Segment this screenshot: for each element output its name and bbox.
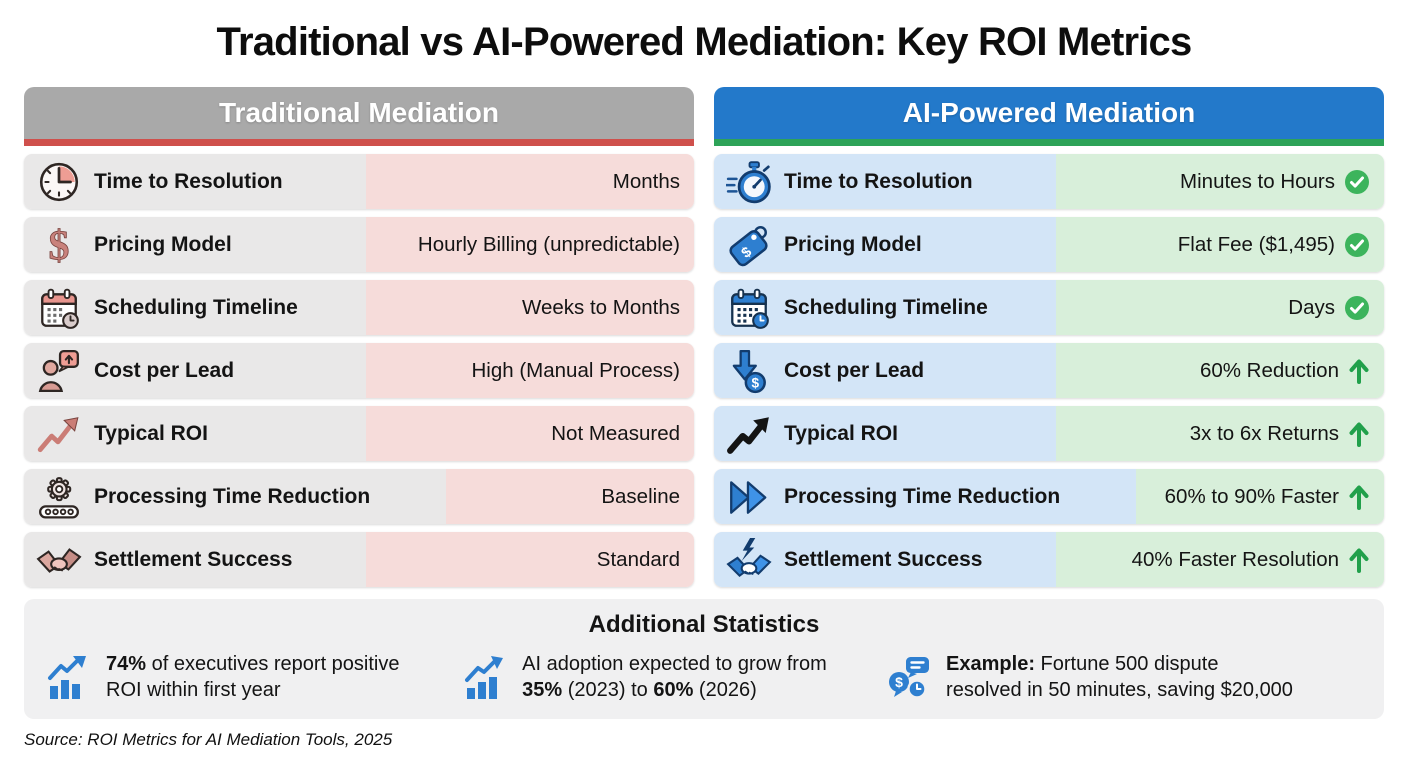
- table-row: $ Cost per Lead 60% Reduction: [714, 343, 1384, 398]
- metric-value: Months: [612, 169, 680, 193]
- table-row: Settlement Success Standard: [24, 532, 694, 587]
- stopwatch-icon: [726, 160, 771, 203]
- cost-down-icon: $: [732, 349, 766, 393]
- calendar-icon: [731, 288, 769, 329]
- metric-value: Weeks to Months: [522, 295, 680, 319]
- price-tag-icon: $: [729, 225, 768, 266]
- metric-value: Baseline: [601, 484, 680, 508]
- metric-value: Standard: [596, 547, 680, 571]
- table-row: Time to Resolution Months: [24, 154, 694, 209]
- stat-text-part: of executives report positive: [146, 653, 400, 675]
- svg-text:$: $: [49, 223, 70, 267]
- source-citation: Source: ROI Metrics for AI Mediation Too…: [24, 730, 393, 749]
- fast-forward-icon: [730, 480, 767, 514]
- clock-icon: [39, 162, 79, 201]
- stat-text-part: (2026): [693, 679, 757, 701]
- lead-person-icon: [38, 349, 79, 392]
- metric-label: Typical ROI: [784, 421, 898, 445]
- stat-text-part: Fortune 500 dispute: [1034, 653, 1219, 675]
- traditional-accent-strip: [24, 139, 694, 146]
- table-row: Scheduling Timeline Weeks to Months: [24, 280, 694, 335]
- metric-label: Time to Resolution: [784, 169, 973, 193]
- metric-value: 60% Reduction: [1199, 358, 1339, 382]
- ai-column: AI-Powered Mediation Time to Resolution …: [714, 87, 1384, 587]
- up-arrow-icon: [1349, 359, 1369, 384]
- metric-label: Scheduling Timeline: [94, 295, 298, 319]
- metric-value: 60% to 90% Faster: [1164, 484, 1339, 508]
- stat-text-part: resolved in 50 minutes, saving $20,000: [946, 679, 1293, 701]
- table-row: Typical ROI Not Measured: [24, 406, 694, 461]
- bar-chart-growth-icon: [48, 656, 86, 699]
- svg-text:$: $: [751, 375, 759, 390]
- gear-process-icon: [39, 476, 79, 519]
- check-badge-icon: [1345, 295, 1369, 320]
- stat-example-savings: $ Example: Fortune 500 dispute resolved …: [886, 651, 1362, 703]
- metric-label: Pricing Model: [784, 232, 922, 256]
- metric-value: Hourly Billing (unpredictable): [417, 232, 680, 256]
- stat-text-part: AI adoption expected to grow from: [522, 653, 827, 675]
- stats-heading: Additional Statistics: [588, 611, 820, 638]
- stat-bold: 60%: [653, 679, 694, 701]
- comparison-columns: Traditional Mediation Time to Resolution…: [0, 87, 1408, 587]
- traditional-column: Traditional Mediation Time to Resolution…: [24, 87, 694, 587]
- additional-statistics-panel: Additional Statistics 74% of executives …: [24, 599, 1384, 719]
- metric-label: Typical ROI: [94, 421, 208, 445]
- metric-label: Pricing Model: [94, 232, 232, 256]
- metric-value: Days: [1288, 295, 1335, 319]
- metric-label: Cost per Lead: [94, 358, 235, 382]
- table-row: $ Pricing Model Flat Fee ($1,495): [714, 217, 1384, 272]
- stat-ai-adoption: AI adoption expected to grow from 35% (2…: [462, 651, 860, 703]
- metric-value: High (Manual Process): [471, 358, 681, 382]
- metric-value: 3x to 6x Returns: [1189, 421, 1339, 445]
- dollar-icon: $: [48, 223, 70, 268]
- metric-label: Cost per Lead: [784, 358, 925, 382]
- stat-executives-roi: 74% of executives report positive ROI wi…: [46, 651, 436, 703]
- up-arrow-icon: [1349, 485, 1369, 510]
- handshake-bolt-icon: [726, 537, 772, 577]
- metric-label: Settlement Success: [784, 547, 983, 571]
- table-row: Processing Time Reduction Baseline: [24, 469, 694, 524]
- traditional-header: Traditional Mediation: [24, 87, 694, 139]
- check-badge-icon: [1345, 232, 1369, 257]
- table-row: Typical ROI 3x to 6x Returns: [714, 406, 1384, 461]
- stat-bold: 74%: [106, 653, 147, 675]
- table-row: Scheduling Timeline Days: [714, 280, 1384, 335]
- trend-up-icon: [37, 416, 79, 452]
- ai-header: AI-Powered Mediation: [714, 87, 1384, 139]
- table-row: Settlement Success 40% Faster Resolution: [714, 532, 1384, 587]
- stat-bold: 35%: [522, 679, 563, 701]
- metric-label: Settlement Success: [94, 547, 293, 571]
- handshake-icon: [36, 547, 82, 573]
- metric-label: Processing Time Reduction: [784, 484, 1061, 508]
- metric-label: Time to Resolution: [94, 169, 283, 193]
- metric-value: Not Measured: [551, 421, 680, 445]
- table-row: Processing Time Reduction 60% to 90% Fas…: [714, 469, 1384, 524]
- up-arrow-icon: [1349, 548, 1369, 573]
- ai-accent-strip: [714, 139, 1384, 146]
- stat-text-part: (2023) to: [562, 679, 654, 701]
- adoption-growth-icon: [465, 656, 504, 699]
- stat-text-part: ROI within first year: [106, 679, 281, 701]
- table-row: Cost per Lead High (Manual Process): [24, 343, 694, 398]
- metric-label: Processing Time Reduction: [94, 484, 371, 508]
- chat-savings-icon: $: [889, 657, 930, 699]
- check-badge-icon: [1345, 169, 1369, 194]
- metric-value: Minutes to Hours: [1180, 169, 1335, 193]
- metric-label: Scheduling Timeline: [784, 295, 988, 319]
- table-row: $ Pricing Model Hourly Billing (unpredic…: [24, 217, 694, 272]
- up-arrow-icon: [1349, 422, 1369, 447]
- metric-value: Flat Fee ($1,495): [1177, 232, 1335, 256]
- page-title: Traditional vs AI-Powered Mediation: Key…: [216, 20, 1193, 64]
- roi-arrow-icon: [727, 416, 769, 454]
- table-row: Time to Resolution Minutes to Hours: [714, 154, 1384, 209]
- calendar-icon: [41, 288, 79, 329]
- stat-bold: Example:: [946, 653, 1035, 675]
- metric-value: 40% Faster Resolution: [1131, 547, 1339, 571]
- svg-text:$: $: [895, 674, 903, 690]
